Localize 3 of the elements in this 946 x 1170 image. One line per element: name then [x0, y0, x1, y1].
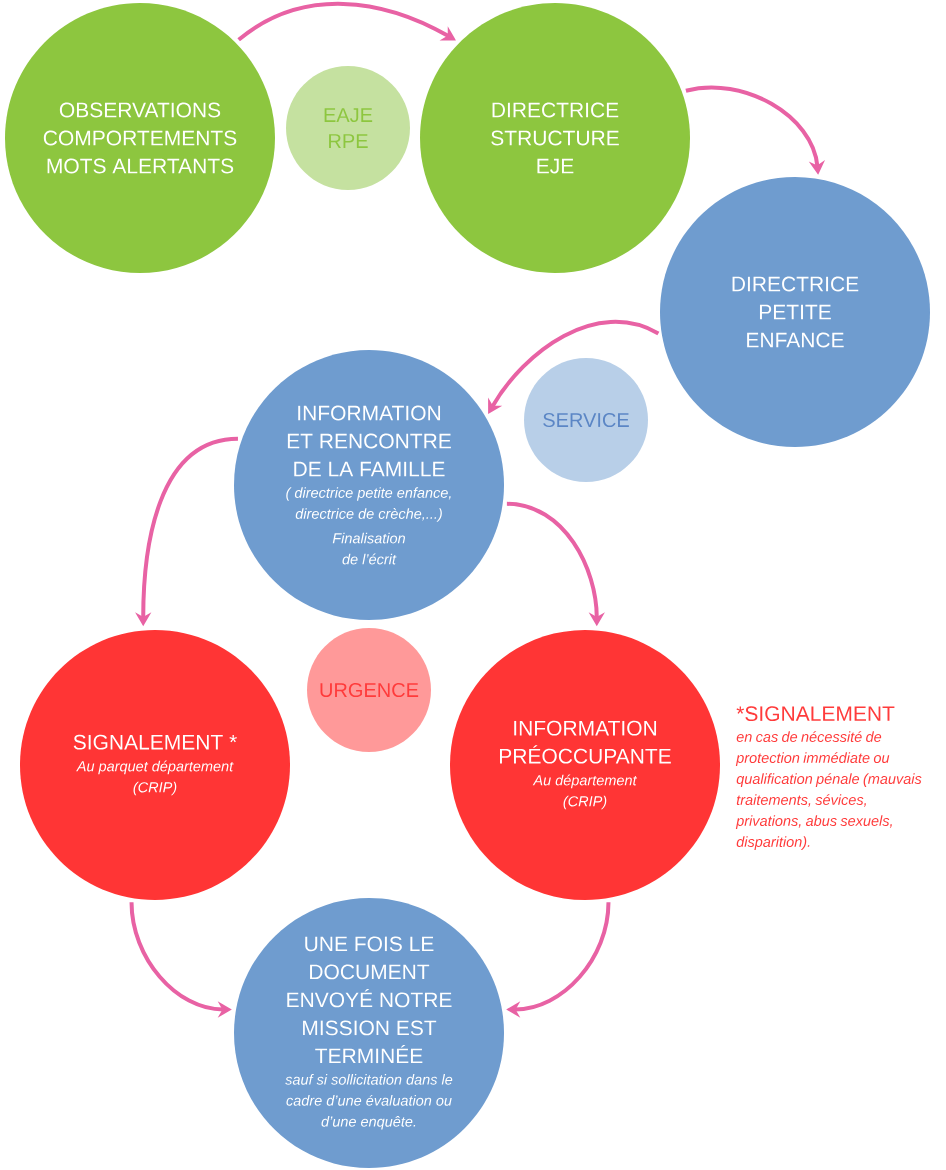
curved-arrow [488, 320, 660, 414]
curved-arrow [237, 1, 456, 42]
note-text: en cas de nécessité de protection immédiate ou qualification pénale (mauvais traitements, sévices, privations, abus sexuels, disparition). [735, 731, 922, 850]
